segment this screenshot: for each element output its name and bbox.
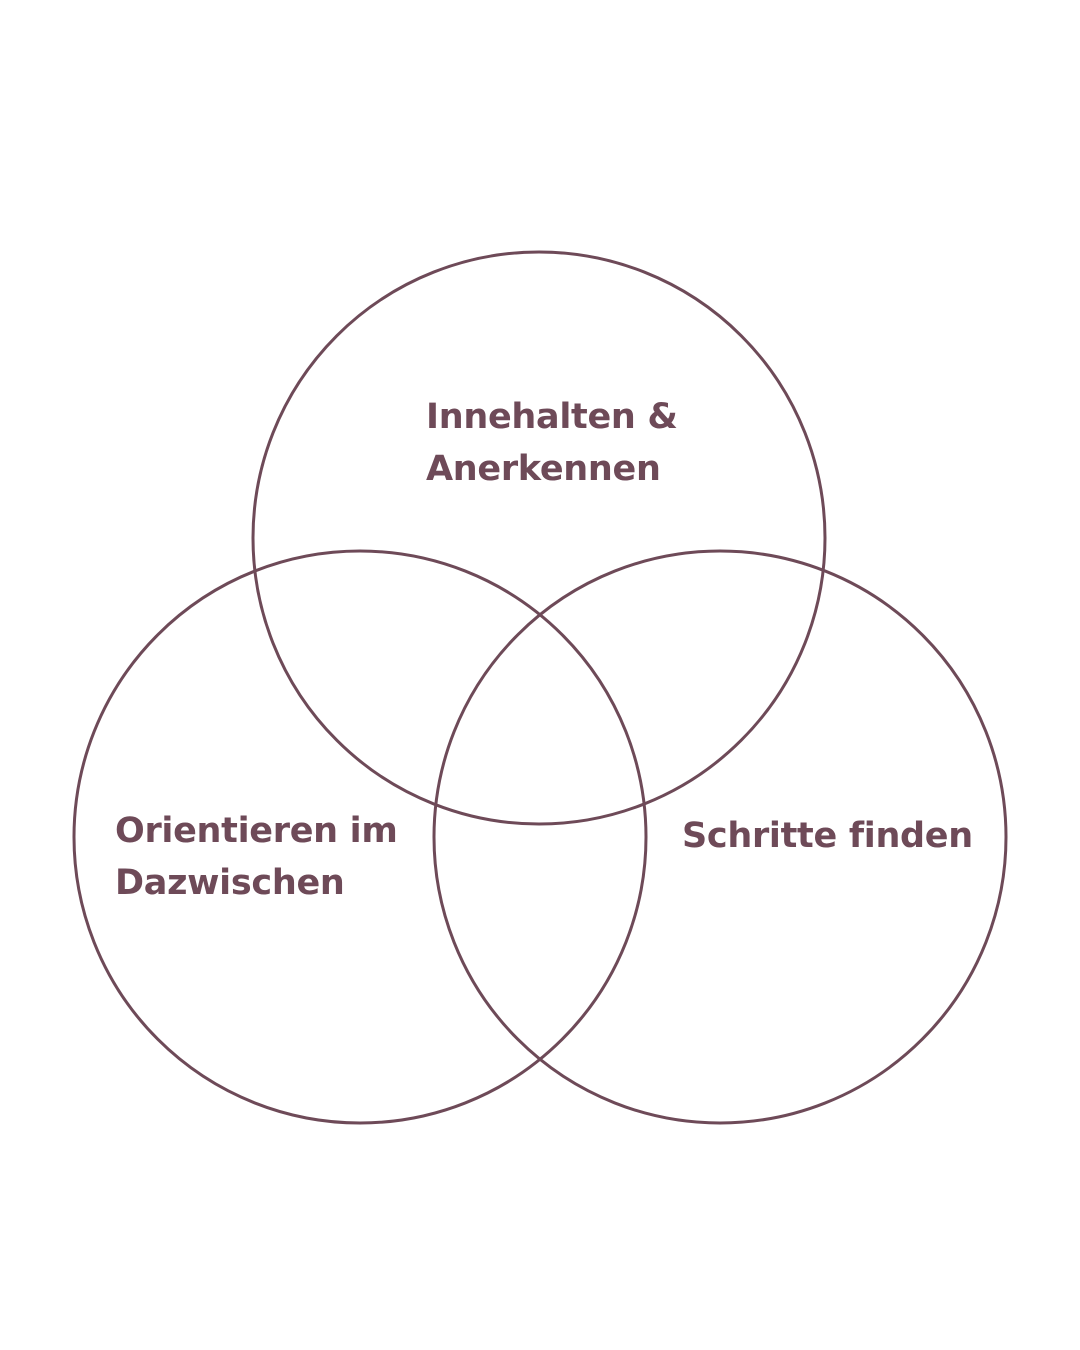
label-schritte-finden: Schritte finden [682,810,973,862]
circle-right [432,549,1008,1125]
label-left-line-2: Dazwischen [115,863,345,903]
label-top-line-2: Anerkennen [426,449,661,489]
label-left-line-1: Orientieren im [115,811,398,851]
label-orientieren-im-dazwischen: Orientieren im Dazwischen [115,805,398,909]
label-innehalten-anerkennen: Innehalten & Anerkennen [426,391,678,495]
label-right-line-1: Schritte finden [682,816,973,856]
circle-top [251,250,827,826]
label-top-line-1: Innehalten & [426,397,678,437]
circle-left [72,549,648,1125]
